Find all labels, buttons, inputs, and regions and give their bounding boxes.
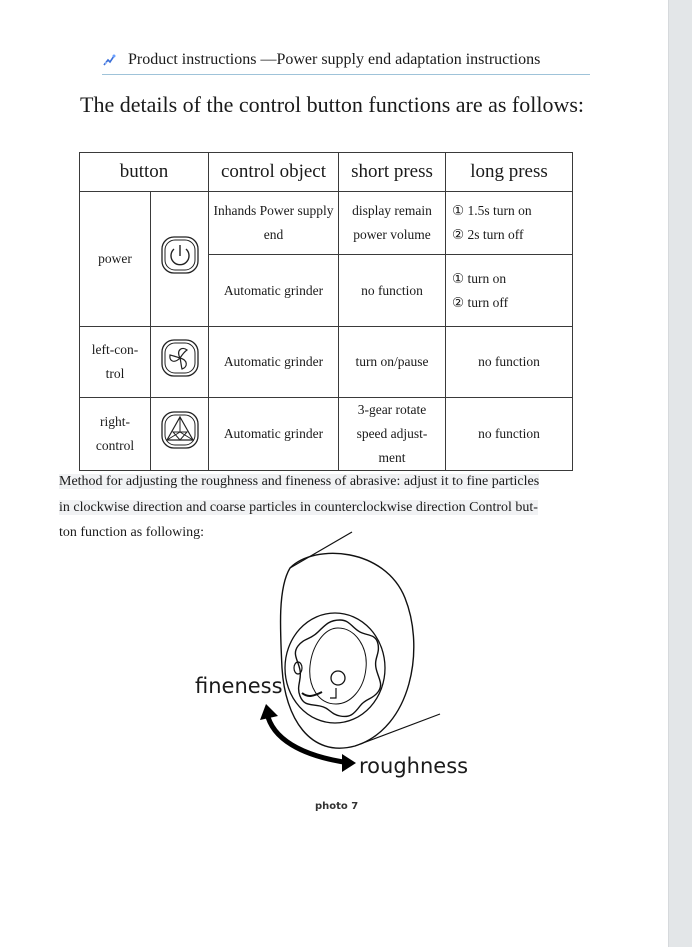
- header-long-press: long press: [445, 152, 573, 192]
- power-icon: [160, 236, 199, 274]
- power-row2-long-1: ① turn on: [452, 270, 507, 286]
- section-heading: The details of the control button functi…: [80, 92, 585, 117]
- table-row: power Inhands Power supply end display r…: [79, 191, 573, 327]
- right-control-long: no function: [445, 397, 573, 471]
- fan-icon: [160, 339, 199, 377]
- fineness-label: fineness: [195, 674, 283, 698]
- logo-icon: [103, 54, 116, 66]
- right-control-short: 3-gear rotate speed adjust-ment: [356, 402, 428, 465]
- table-row: left-con-trol Automatic grinder turn on/…: [79, 326, 573, 398]
- adjustment-paragraph: Method for adjusting the roughness and f…: [59, 469, 583, 546]
- table-row: right-control Automatic grinder 3-gear r…: [79, 397, 573, 471]
- table-header-row: button control object short press long p…: [79, 152, 573, 192]
- right-control-object: Automatic grinder: [208, 397, 339, 471]
- control-table: button control object short press long p…: [79, 152, 573, 471]
- power-row2-object: Automatic grinder: [208, 254, 339, 327]
- power-row1-short: display remain power volume: [352, 203, 432, 242]
- left-control-label: left-con-trol: [91, 342, 139, 381]
- power-row2-long-2: ② turn off: [452, 294, 509, 310]
- triangle-icon: [160, 411, 199, 449]
- left-control-object: Automatic grinder: [208, 326, 339, 398]
- scrollbar[interactable]: [668, 0, 692, 947]
- power-row2-short: no function: [338, 254, 446, 327]
- paragraph-line-3: ton function as following:: [59, 525, 205, 540]
- paragraph-line-1: Method for adjusting the roughness and f…: [59, 474, 540, 489]
- page-header: Product instructions —Power supply end a…: [102, 48, 590, 75]
- power-row1-long-2: ② 2s turn off: [452, 227, 524, 242]
- table-row: Automatic grinder no function ① turn on …: [80, 254, 573, 327]
- header-control-object: control object: [208, 152, 339, 192]
- paragraph-line-2: in clockwise direction and coarse partic…: [59, 499, 538, 515]
- figure-caption: photo 7: [315, 801, 359, 812]
- power-label: power: [79, 191, 151, 327]
- power-row1-object: Inhands Power supply end: [213, 203, 334, 242]
- right-control-label: right-control: [95, 414, 135, 453]
- power-row1-long-1: ① 1.5s turn on: [452, 203, 532, 218]
- left-control-short: turn on/pause: [338, 326, 446, 398]
- roughness-label: roughness: [359, 754, 469, 778]
- header-button: button: [79, 152, 209, 192]
- left-control-long: no function: [445, 326, 573, 398]
- header-short-press: short press: [338, 152, 446, 192]
- grinder-illustration: [260, 531, 441, 772]
- header-title: Product instructions —Power supply end a…: [128, 51, 541, 68]
